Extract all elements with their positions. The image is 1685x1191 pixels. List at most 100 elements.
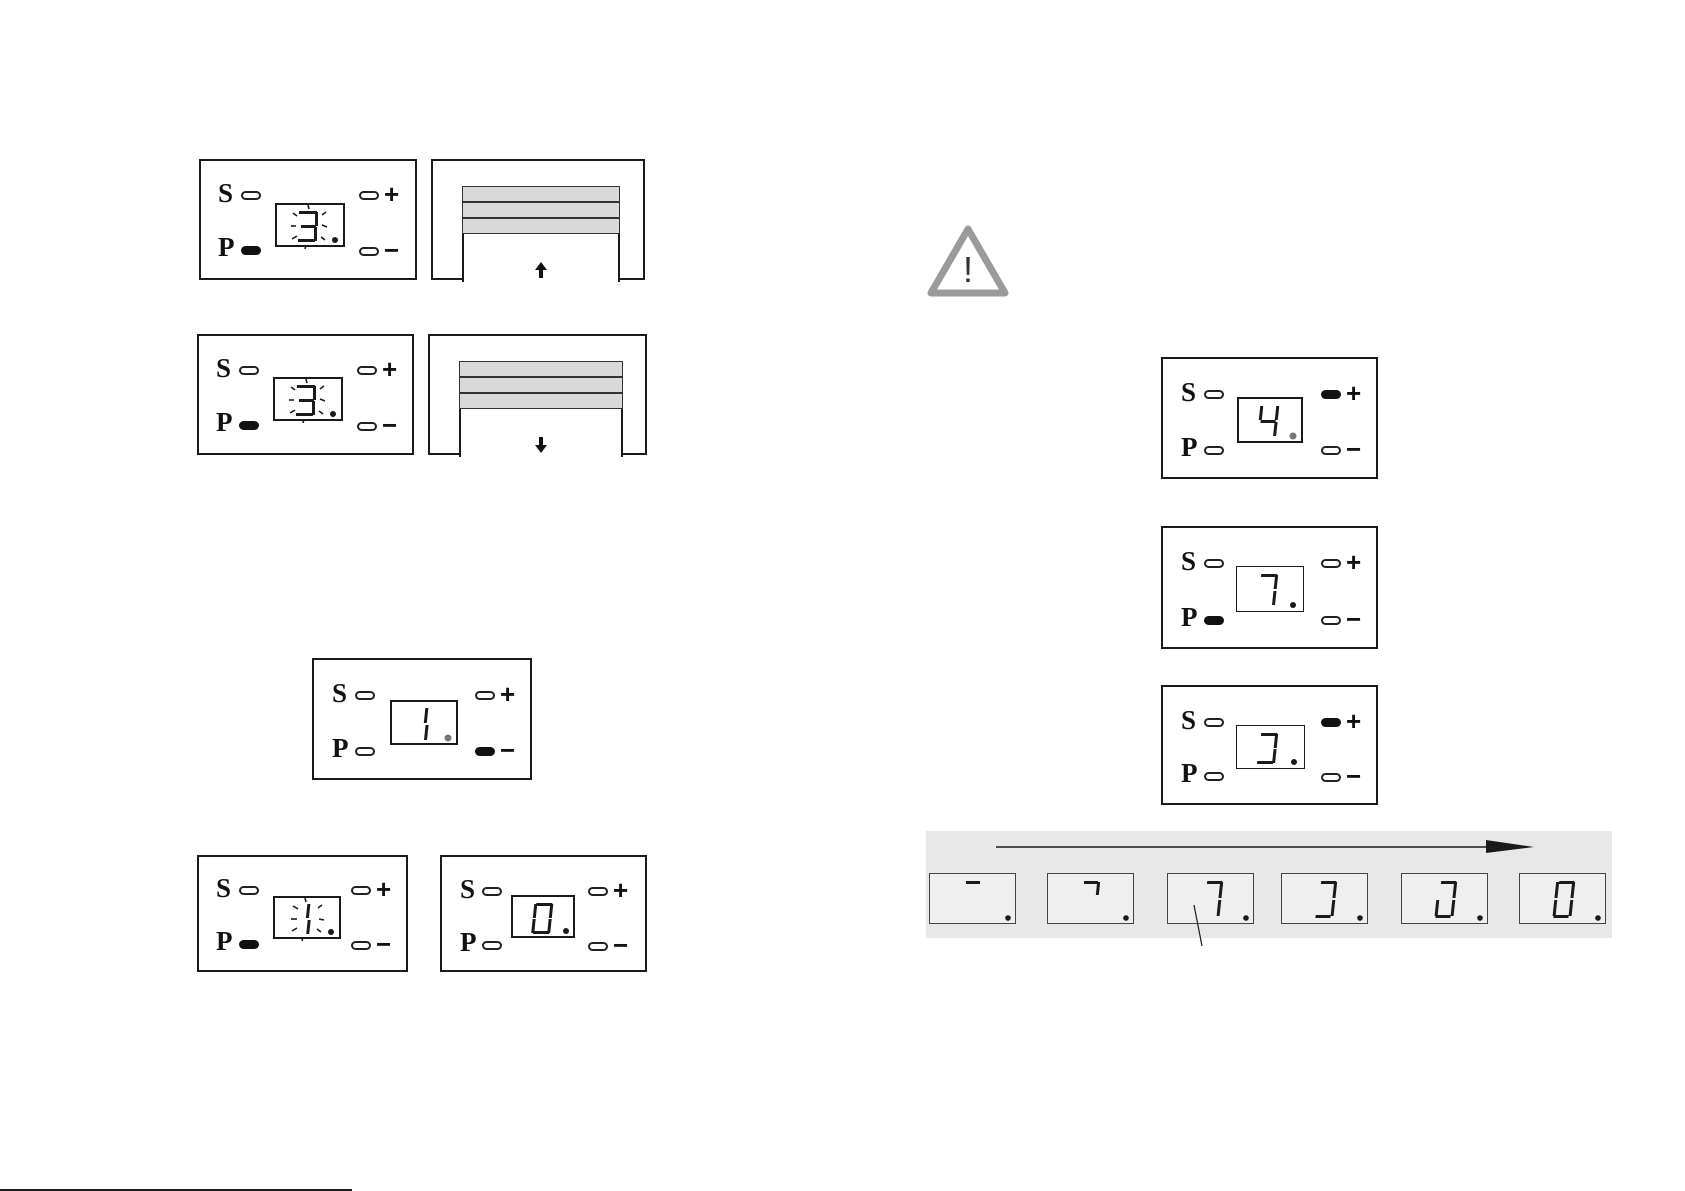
minus-led: [1321, 446, 1341, 455]
prog-label: P: [1181, 604, 1198, 631]
door-slat: [459, 377, 623, 393]
set-led: [1204, 390, 1224, 399]
minus-label: −: [1346, 763, 1361, 789]
digit-1: [424, 708, 429, 740]
minus-label: −: [500, 737, 515, 763]
plus-led: [475, 691, 495, 700]
sequence-step-4: [1281, 873, 1368, 924]
decimal-dot: [1290, 602, 1296, 608]
warning-symbol: !: [963, 249, 973, 290]
plus-label: +: [1346, 380, 1361, 406]
prog-led: [1204, 772, 1224, 781]
prog-led: [241, 246, 261, 255]
segment-display: [511, 895, 575, 938]
digit-3-partial: [1257, 733, 1278, 764]
controller-panel-5: S P + −: [440, 855, 647, 972]
decimal-dot: [445, 735, 452, 742]
decimal-dot: [1290, 433, 1297, 440]
minus-led: [475, 747, 495, 756]
prog-label: P: [1181, 760, 1198, 787]
minus-led: [351, 941, 371, 950]
door-panel-down: [428, 334, 647, 455]
set-label: S: [332, 680, 347, 707]
arrow-right-icon: [996, 837, 1536, 857]
minus-led: [588, 942, 608, 951]
prog-led: [1204, 446, 1224, 455]
door-slat: [462, 202, 620, 218]
digit-0: [531, 903, 553, 934]
minus-label: −: [382, 412, 397, 438]
prog-label: P: [1181, 434, 1198, 461]
decimal-dot: [1291, 759, 1297, 765]
controller-panel-7: S P + −: [1161, 526, 1378, 649]
door-panel-up: [431, 159, 645, 280]
prog-label: P: [460, 929, 477, 956]
plus-label: +: [384, 181, 399, 207]
pointer-line: [1190, 905, 1210, 947]
plus-label: +: [613, 877, 628, 903]
prog-label: P: [218, 234, 235, 261]
segment-display: [390, 700, 458, 745]
sequence-step-3: [1167, 873, 1254, 924]
set-label: S: [216, 355, 231, 382]
segment-display: [273, 377, 343, 421]
controller-panel-4: S P + −: [197, 855, 408, 972]
sequence-step-5: [1401, 873, 1488, 924]
prog-led: [482, 941, 502, 950]
prog-led: [239, 940, 259, 949]
arrow-up-icon: [531, 260, 551, 280]
set-label: S: [1181, 379, 1196, 406]
set-led: [1204, 559, 1224, 568]
prog-label: P: [216, 409, 233, 436]
minus-led: [1321, 773, 1341, 782]
plus-label: +: [1346, 708, 1361, 734]
plus-label: +: [382, 356, 397, 382]
decimal-dot: [563, 928, 569, 934]
digit-3-flashing: [296, 385, 336, 417]
controller-panel-1: S P + −: [199, 159, 417, 280]
digit-3-flashing: [298, 211, 338, 243]
controller-panel-8: S P + −: [1161, 685, 1378, 805]
warning-triangle-icon: !: [927, 225, 1009, 297]
set-label: S: [460, 876, 475, 903]
plus-led: [1321, 559, 1341, 568]
prog-led: [355, 747, 375, 756]
sequence-step-2: [1047, 873, 1134, 924]
set-label: S: [1181, 707, 1196, 734]
segment-display: [1237, 397, 1303, 443]
door-slat: [459, 361, 623, 377]
segment-display: [1236, 566, 1304, 612]
door-slat: [462, 186, 620, 202]
minus-label: −: [376, 931, 391, 957]
plus-label: +: [376, 876, 391, 902]
door-slat: [462, 218, 620, 234]
plus-label: +: [1346, 549, 1361, 575]
set-led: [241, 191, 261, 200]
set-label: S: [218, 180, 233, 207]
controller-panel-6: S P + −: [1161, 357, 1378, 479]
set-led: [482, 887, 502, 896]
set-led: [239, 366, 259, 375]
set-led: [239, 886, 259, 895]
plus-led: [1321, 718, 1341, 727]
arrow-down-icon: [531, 435, 551, 455]
minus-label: −: [384, 237, 399, 263]
door-slat: [459, 393, 623, 409]
plus-led: [588, 887, 608, 896]
controller-panel-3: S P + −: [312, 658, 532, 780]
sequence-strip: [926, 831, 1612, 938]
set-label: S: [1181, 548, 1196, 575]
digit-7: [1258, 574, 1278, 605]
plus-led: [1321, 390, 1341, 399]
minus-led: [1321, 616, 1341, 625]
digit-4: [1257, 406, 1279, 436]
set-led: [1204, 718, 1224, 727]
minus-label: −: [1346, 436, 1361, 462]
segment-display: [1236, 725, 1305, 769]
minus-label: −: [1346, 606, 1361, 632]
minus-led: [357, 422, 377, 431]
controller-panel-2: S P + −: [197, 334, 414, 455]
prog-label: P: [332, 735, 349, 762]
plus-label: +: [500, 681, 515, 707]
segment-display: [275, 203, 345, 247]
